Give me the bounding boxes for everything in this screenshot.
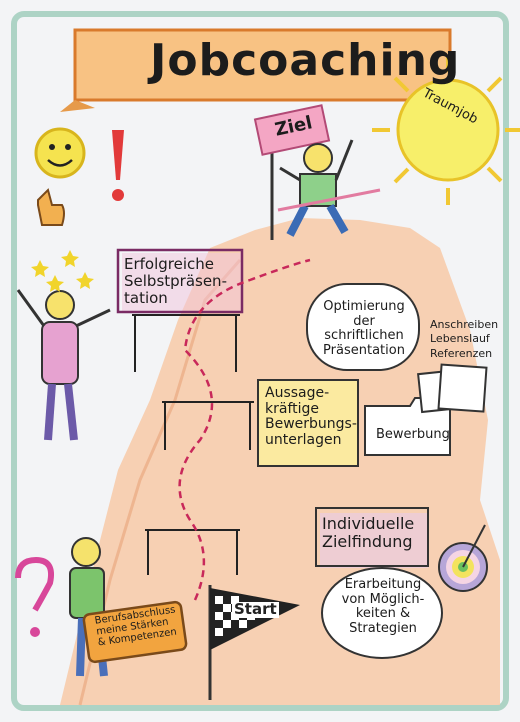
box-unterlagen (257, 379, 359, 467)
question-mark-icon (15, 556, 54, 637)
box-optimierung (306, 283, 420, 371)
selbstpraesentation-text: Erfolgreiche Selbstpräsen- tation (124, 255, 227, 307)
erarbeitung-text: Erarbeitung von Möglich- keiten & Strate… (341, 577, 425, 636)
happy-person-icon (16, 250, 111, 441)
optimierung-text: Optimierung der schriftlichen Präsentati… (323, 299, 405, 358)
box-erarbeitung (321, 567, 443, 659)
green-frame (11, 11, 509, 711)
sun-icon (372, 55, 520, 205)
target-icon (438, 524, 488, 592)
smiley-icon (34, 127, 86, 179)
box-selbstpraesentation (116, 248, 244, 314)
zielfindung-text: Individuelle Zielfindung (322, 514, 415, 551)
dokumente-list: Anschreiben Lebenslauf Referenzen (430, 318, 499, 360)
progress-path (178, 258, 311, 601)
box-zielfindung (315, 507, 429, 568)
poster-title: Jobcoaching (150, 35, 461, 86)
exclamation-icon (112, 130, 124, 201)
documents-icon (417, 363, 488, 414)
cheering-person-icon (277, 139, 381, 237)
hurdles (132, 314, 254, 575)
suitcase-icon (82, 600, 188, 664)
goal-sign (253, 104, 331, 240)
thumbs-up-icon (37, 188, 65, 226)
start-flag-label: Start (232, 600, 279, 618)
unterlagen-text: Aussage- kräftige Bewerbungs- unterlagen (265, 385, 357, 449)
bewerbung-label: Bewerbung (376, 427, 450, 442)
